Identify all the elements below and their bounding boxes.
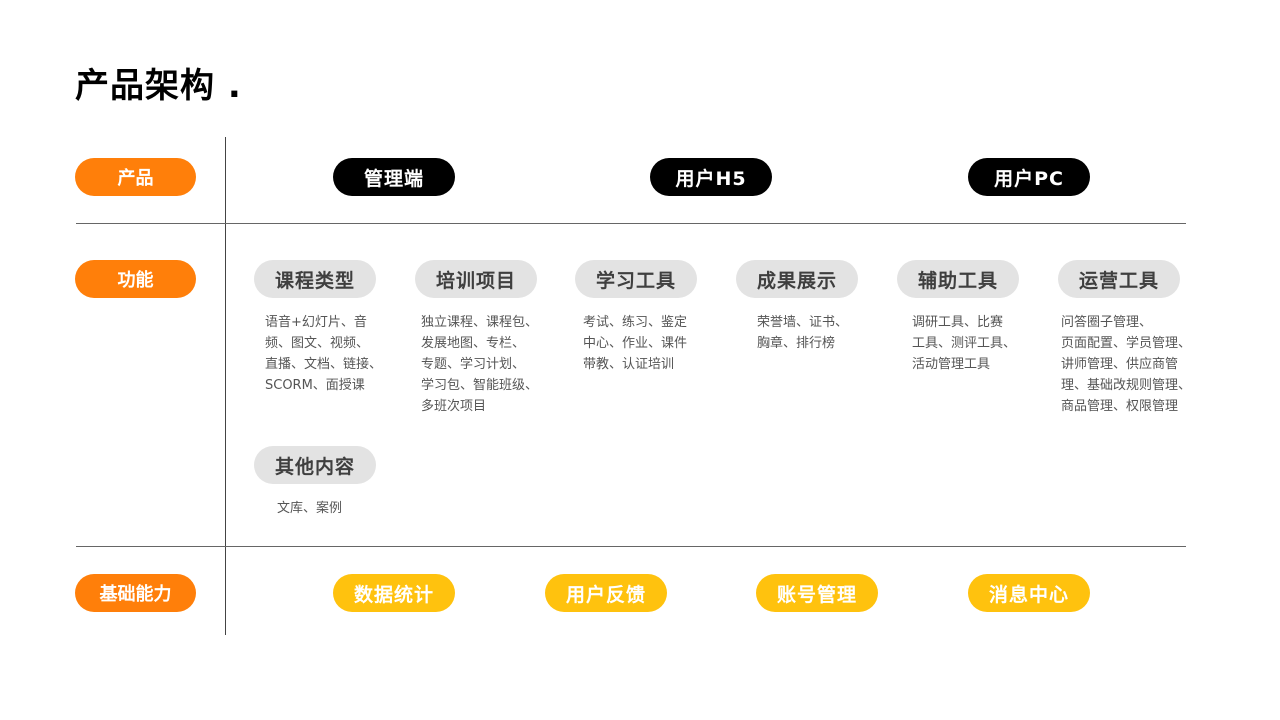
row-divider-top bbox=[76, 223, 1186, 224]
desc-line: 问答圈子管理、 bbox=[1061, 315, 1153, 330]
feature-auxiliary-tools-desc: 调研工具、比赛 工具、测评工具、 活动管理工具 bbox=[912, 312, 1016, 375]
row-divider-bottom bbox=[76, 546, 1186, 547]
desc-line: 商品管理、权限管理 bbox=[1061, 399, 1179, 414]
desc-line: 独立课程、课程包、 bbox=[421, 315, 539, 330]
row-label-foundation: 基础能力 bbox=[75, 574, 196, 612]
vertical-divider bbox=[225, 137, 226, 635]
desc-line: 专题、学习计划、 bbox=[421, 357, 526, 372]
row-label-function: 功能 bbox=[75, 260, 196, 298]
desc-line: 中心、作业、课件 bbox=[583, 336, 688, 351]
product-admin: 管理端 bbox=[333, 158, 455, 196]
row-label-product: 产品 bbox=[75, 158, 196, 196]
feature-course-types-desc: 语音+幻灯片、音 频、图文、视频、 直播、文档、链接、 SCORM、面授课 bbox=[265, 312, 382, 396]
desc-line: 带教、认证培训 bbox=[583, 357, 675, 372]
foundation-account-management: 账号管理 bbox=[756, 574, 878, 612]
feature-course-types: 课程类型 bbox=[254, 260, 376, 298]
product-pc: 用户PC bbox=[968, 158, 1090, 196]
feature-achievements: 成果展示 bbox=[736, 260, 858, 298]
desc-line: 胸章、排行榜 bbox=[757, 336, 836, 351]
desc-line: 多班次项目 bbox=[421, 399, 487, 414]
product-h5: 用户H5 bbox=[650, 158, 772, 196]
desc-line: 学习包、智能班级、 bbox=[421, 378, 539, 393]
foundation-user-feedback: 用户反馈 bbox=[545, 574, 667, 612]
foundation-data-stats: 数据统计 bbox=[333, 574, 455, 612]
desc-line: SCORM、面授课 bbox=[265, 378, 365, 393]
feature-auxiliary-tools: 辅助工具 bbox=[897, 260, 1019, 298]
feature-other-content: 其他内容 bbox=[254, 446, 376, 484]
feature-training-projects-desc: 独立课程、课程包、 发展地图、专栏、 专题、学习计划、 学习包、智能班级、 多班… bbox=[421, 312, 538, 417]
desc-line: 讲师管理、供应商管 bbox=[1061, 357, 1179, 372]
desc-line: 直播、文档、链接、 bbox=[265, 357, 383, 372]
page-title: 产品架构 . bbox=[75, 66, 242, 106]
desc-line: 语音+幻灯片、音 bbox=[265, 315, 367, 330]
feature-operation-tools: 运营工具 bbox=[1058, 260, 1180, 298]
desc-line: 调研工具、比赛 bbox=[912, 315, 1004, 330]
desc-line: 理、基础改规则管理、 bbox=[1061, 378, 1192, 393]
desc-line: 活动管理工具 bbox=[912, 357, 991, 372]
desc-line: 频、图文、视频、 bbox=[265, 336, 370, 351]
feature-training-projects: 培训项目 bbox=[415, 260, 537, 298]
desc-line: 页面配置、学员管理、 bbox=[1061, 336, 1192, 351]
feature-learning-tools: 学习工具 bbox=[575, 260, 697, 298]
feature-other-content-desc: 文库、案例 bbox=[277, 498, 342, 519]
desc-line: 荣誉墙、证书、 bbox=[757, 315, 849, 330]
foundation-message-center: 消息中心 bbox=[968, 574, 1090, 612]
desc-line: 发展地图、专栏、 bbox=[421, 336, 526, 351]
feature-operation-tools-desc: 问答圈子管理、 页面配置、学员管理、 讲师管理、供应商管 理、基础改规则管理、 … bbox=[1061, 312, 1191, 417]
desc-line: 文库、案例 bbox=[277, 501, 343, 516]
feature-learning-tools-desc: 考试、练习、鉴定 中心、作业、课件 带教、认证培训 bbox=[583, 312, 687, 375]
desc-line: 工具、测评工具、 bbox=[912, 336, 1017, 351]
desc-line: 考试、练习、鉴定 bbox=[583, 315, 688, 330]
feature-achievements-desc: 荣誉墙、证书、 胸章、排行榜 bbox=[757, 312, 848, 354]
